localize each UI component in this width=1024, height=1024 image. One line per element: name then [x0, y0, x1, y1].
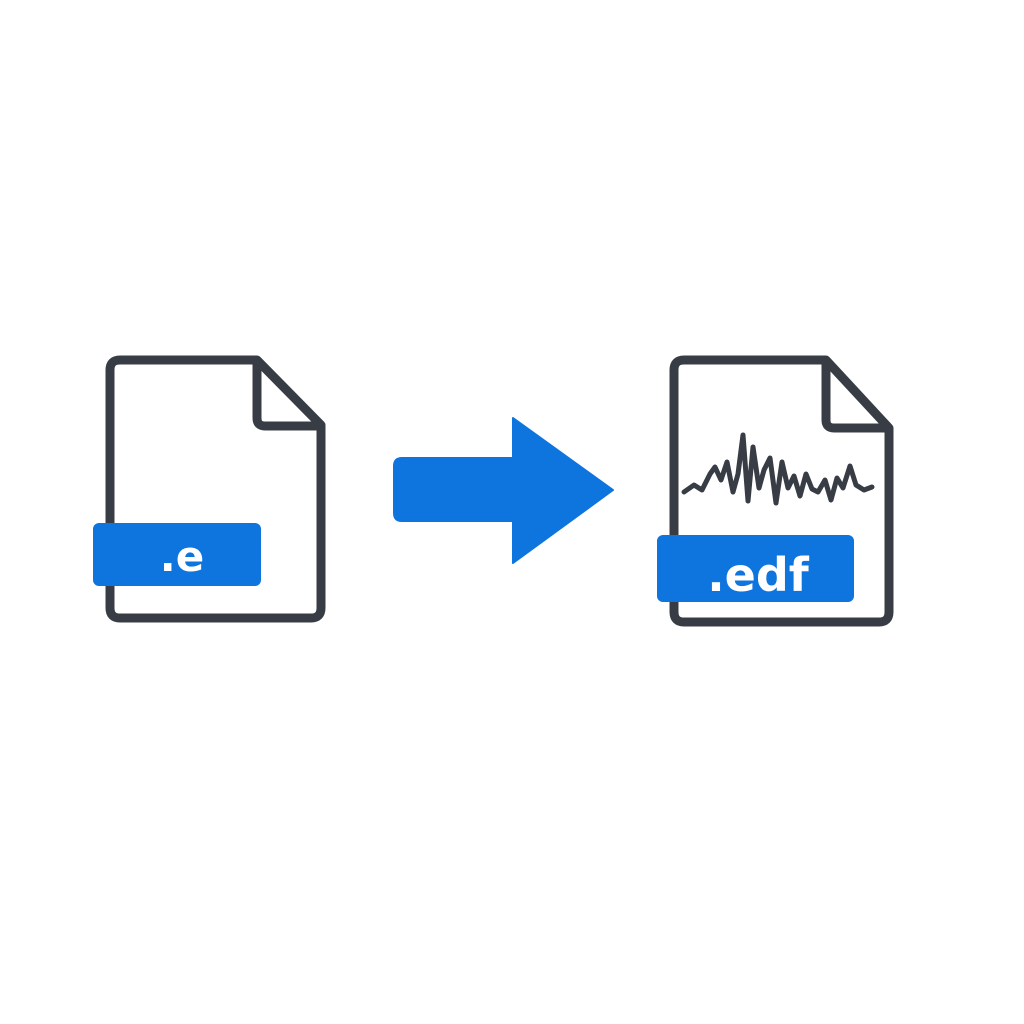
source-extension-badge: .e: [93, 523, 261, 586]
source-extension-label: .e: [160, 532, 204, 581]
source-file-icon: .e: [93, 355, 326, 623]
target-file-icon: .edf: [657, 355, 894, 627]
target-extension-badge: .edf: [657, 535, 854, 602]
target-extension-label: .edf: [707, 548, 810, 602]
target-badge-background: [657, 535, 854, 602]
source-badge-background: [93, 523, 261, 586]
source-file-fold: [252, 362, 319, 431]
waveform-icon: [681, 432, 875, 506]
arrow-right-icon: [393, 417, 614, 564]
target-file-fold: [821, 362, 887, 433]
